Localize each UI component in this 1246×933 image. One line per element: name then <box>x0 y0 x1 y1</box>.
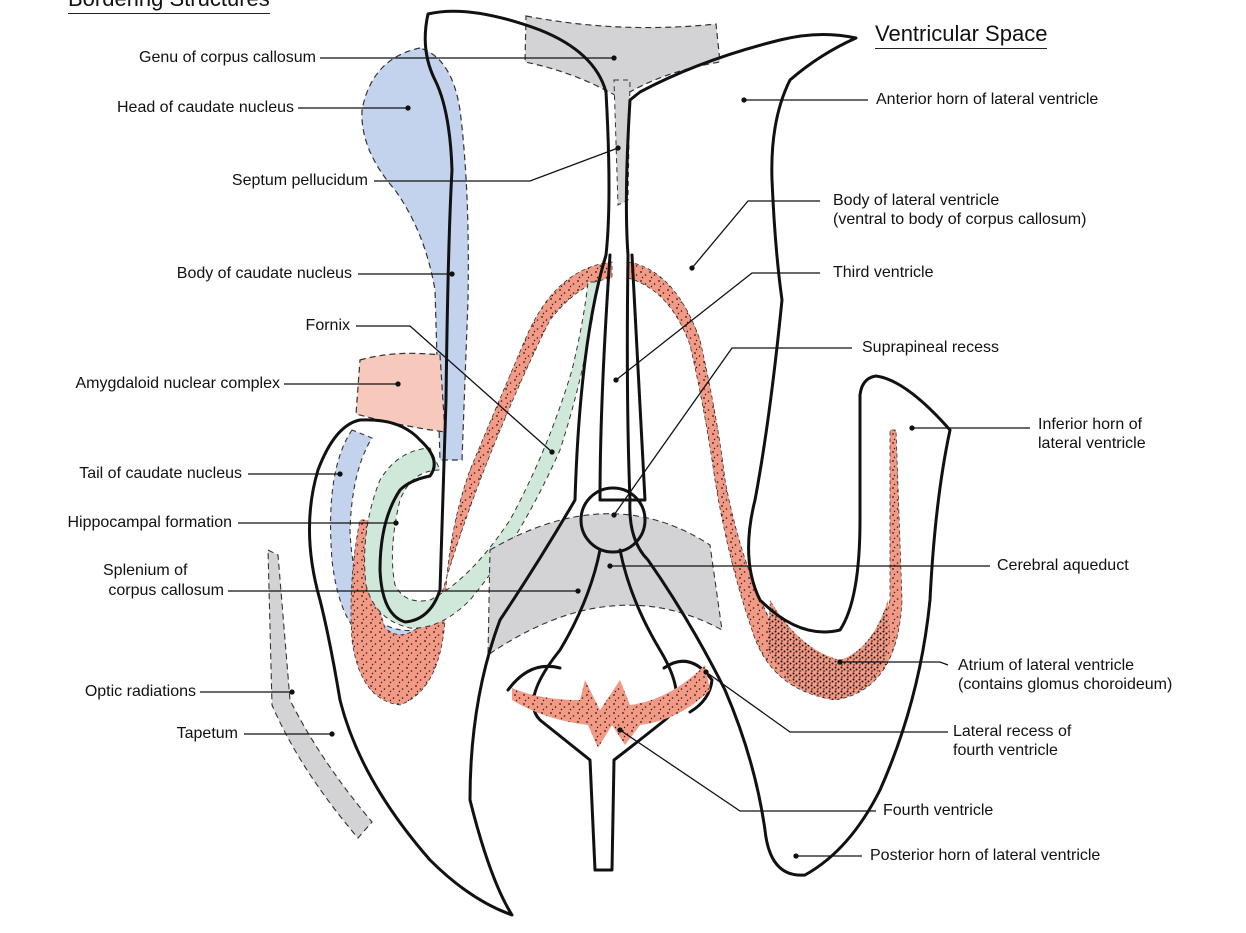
label-fornix: Fornix <box>306 316 350 335</box>
label-atrium-line2: (contains glomus choroideum) <box>958 675 1172 694</box>
label-tapetum: Tapetum <box>177 724 238 743</box>
leader-suprapineal <box>614 348 852 515</box>
label-head-caudate: Head of caudate nucleus <box>117 98 294 117</box>
third-ventricle-outline <box>600 255 645 500</box>
label-inferior-horn-line1: Inferior horn of <box>1038 415 1142 434</box>
label-posterior-horn: Posterior horn of lateral ventricle <box>870 846 1100 865</box>
label-aqueduct: Cerebral aqueduct <box>997 556 1129 575</box>
label-optic: Optic radiations <box>85 682 196 701</box>
label-splenium-line1: Splenium of <box>103 561 188 580</box>
label-suprapineal: Suprapineal recess <box>862 338 999 357</box>
label-lateral-recess-line1: Lateral recess of <box>953 722 1071 741</box>
label-hippocampal: Hippocampal formation <box>67 513 232 532</box>
label-genu: Genu of corpus callosum <box>139 48 316 67</box>
label-third-ventricle: Third ventricle <box>833 263 933 282</box>
label-fourth-ventricle: Fourth ventricle <box>883 801 993 820</box>
label-septum: Septum pellucidum <box>232 171 368 190</box>
ventricular-space-heading: Ventricular Space <box>875 21 1047 49</box>
label-anterior-horn: Anterior horn of lateral ventricle <box>876 90 1098 109</box>
right-lateral-ventricle-outline <box>626 34 950 875</box>
bordering-structures-heading: Bordering Structures <box>68 0 270 14</box>
label-body-caudate: Body of caudate nucleus <box>177 264 352 283</box>
label-lateral-recess-line2: fourth ventricle <box>953 741 1058 760</box>
leader-third-ventricle <box>616 273 820 380</box>
label-splenium-line2: corpus callosum <box>108 581 224 600</box>
label-amygdala: Amygdaloid nuclear complex <box>75 374 280 393</box>
label-body-lv-line1: Body of lateral ventricle <box>833 191 999 210</box>
label-atrium-line1: Atrium of lateral ventricle <box>958 656 1134 675</box>
label-inferior-horn-line2: lateral ventricle <box>1038 434 1146 453</box>
leader-fourth-ventricle <box>620 730 876 811</box>
leader-body-lv <box>692 201 820 268</box>
label-tail-caudate: Tail of caudate nucleus <box>79 464 242 483</box>
glomus-choroideum-shape <box>768 600 890 700</box>
label-body-lv-line2: (ventral to body of corpus callosum) <box>833 210 1086 229</box>
